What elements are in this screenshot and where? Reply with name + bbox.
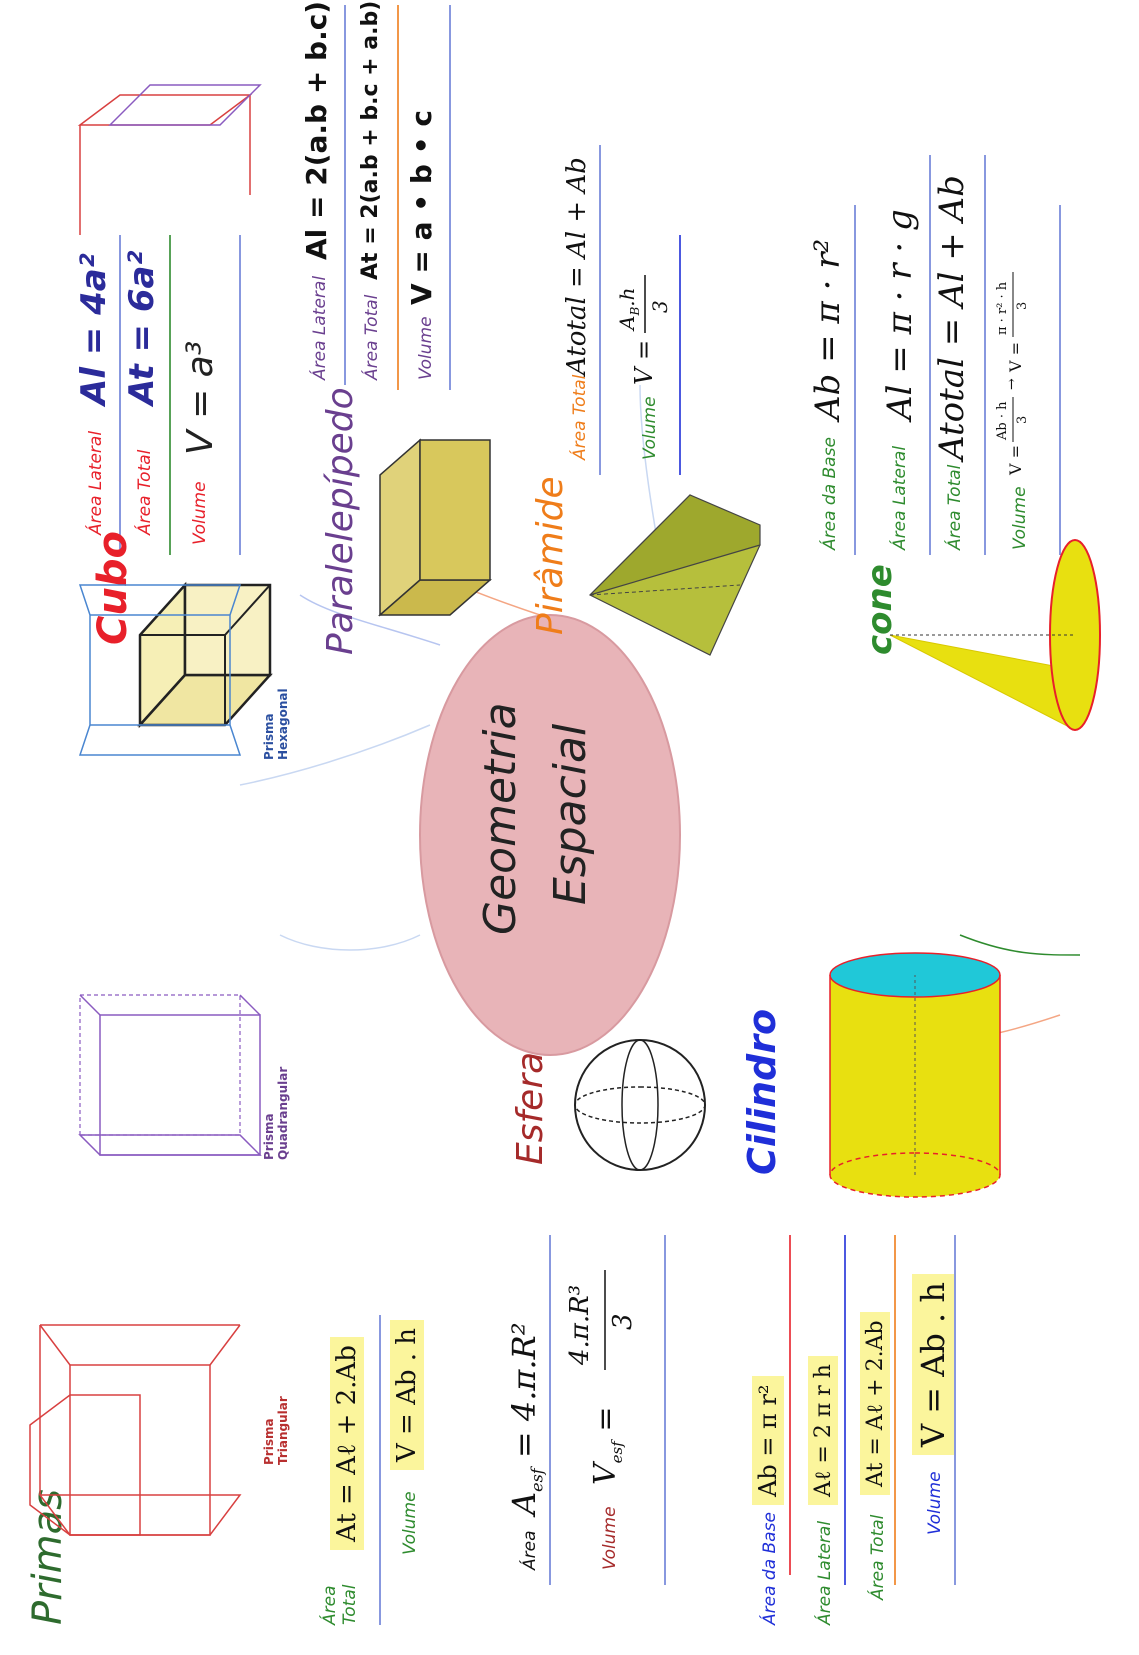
cilindro-total-formula: At = Aℓ + 2.Ab — [860, 1312, 890, 1495]
cilindro-volume-label: Volume — [925, 1471, 945, 1535]
cilindro-total-label: Área Total — [868, 1514, 888, 1600]
cilindro-lateral-label: Área Lateral — [815, 1520, 835, 1625]
cilindro-lateral-formula: Aℓ = 2 π r h — [808, 1356, 838, 1505]
cilindro-base-formula: Ab = π r² — [752, 1376, 784, 1505]
cilindro-base-label: Área da Base — [760, 1512, 780, 1625]
cilindro-volume-formula: V = Ab . h — [912, 1274, 954, 1455]
